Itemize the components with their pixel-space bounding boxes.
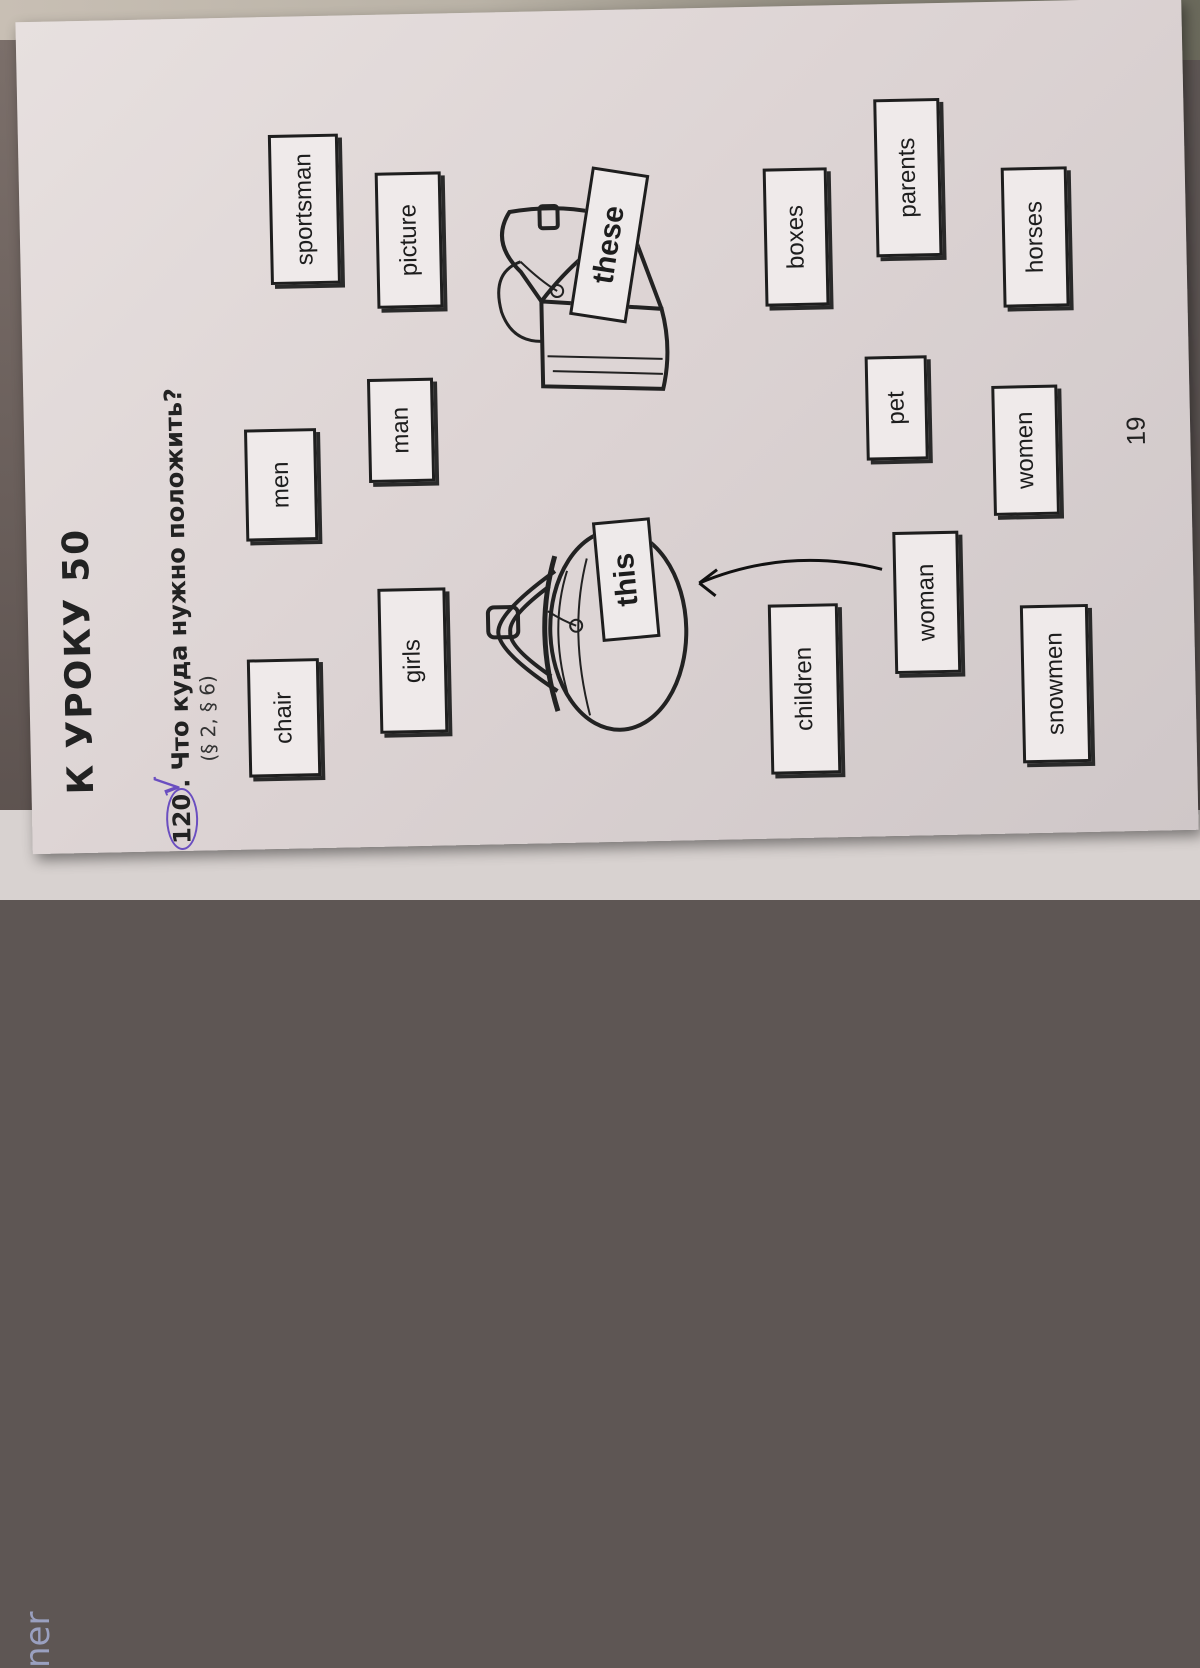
word-card-label: women — [1010, 411, 1040, 490]
word-card-label: parents — [893, 137, 922, 218]
word-card-label: girls — [398, 638, 427, 683]
tag-this[interactable]: this — [591, 517, 661, 643]
word-card[interactable]: parents — [873, 97, 943, 258]
workbook-page: К УРОКУ 50 √ 120. Что куда нужно положит… — [15, 0, 1199, 855]
word-card-label: chair — [269, 691, 298, 745]
tag-strings — [519, 261, 584, 633]
word-card-label: snowmen — [1040, 632, 1070, 736]
underlying-page-text: ner — [18, 1611, 58, 1668]
word-card[interactable]: men — [243, 428, 319, 542]
tag-this-label: this — [606, 551, 645, 608]
word-card-label: boxes — [781, 204, 810, 270]
word-card-label: woman — [911, 563, 941, 642]
word-card-label: picture — [394, 203, 423, 277]
word-card[interactable]: horses — [1000, 166, 1070, 308]
word-card[interactable]: snowmen — [1019, 603, 1092, 764]
word-card-label: pet — [882, 390, 911, 425]
word-card[interactable]: girls — [377, 587, 449, 734]
word-card[interactable]: woman — [892, 530, 962, 675]
word-card-label: man — [386, 406, 415, 454]
arrow-icon — [698, 558, 883, 597]
word-card[interactable]: women — [991, 384, 1060, 516]
word-card-label: sportsman — [289, 153, 319, 266]
word-card[interactable]: picture — [374, 171, 444, 309]
word-card-label: children — [789, 646, 819, 732]
word-card-label: horses — [1020, 200, 1049, 274]
tag-these-label: these — [586, 203, 632, 287]
word-card-label: men — [266, 461, 295, 509]
word-card[interactable]: sportsman — [267, 133, 341, 286]
word-card[interactable]: boxes — [762, 167, 830, 307]
page-number: 19 — [1120, 416, 1152, 446]
word-card[interactable]: children — [767, 603, 842, 775]
word-card[interactable]: man — [366, 377, 436, 483]
word-card[interactable]: pet — [864, 355, 929, 461]
word-card[interactable]: chair — [246, 658, 322, 778]
